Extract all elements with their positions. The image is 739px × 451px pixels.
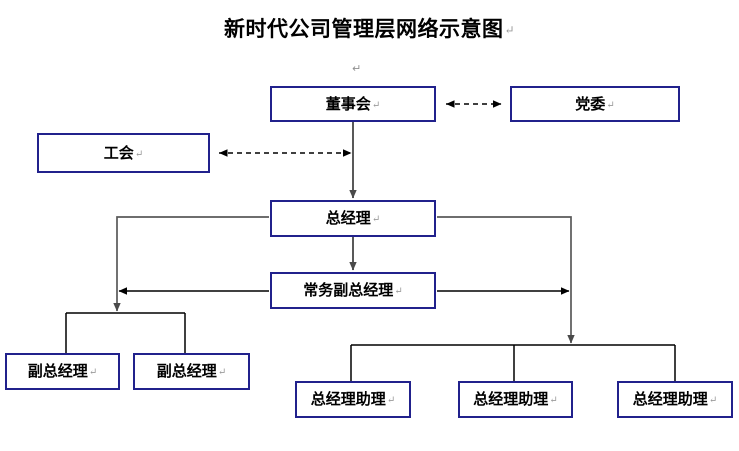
node-board-label: 董事会↵ (325, 94, 381, 113)
pilcrow-mark: ↵ (371, 99, 381, 111)
page-title: 新时代公司管理层网络示意图↵ (0, 13, 739, 43)
pilcrow-mark: ↵ (134, 148, 144, 160)
node-deputy-general-manager-2[interactable]: 副总经理↵ (133, 353, 250, 390)
node-deputy-general-manager-1[interactable]: 副总经理↵ (5, 353, 120, 390)
pilcrow-mark: ↵ (504, 23, 516, 37)
node-deputy-general-manager-2-label: 副总经理↵ (156, 362, 227, 380)
node-board[interactable]: 董事会↵ (270, 86, 436, 122)
pilcrow-mark: ↵ (394, 286, 403, 297)
page-title-text: 新时代公司管理层网络示意图 (223, 16, 504, 41)
node-party-committee-label: 党委↵ (575, 94, 615, 113)
pilcrow-mark: ↵ (708, 395, 718, 406)
connector-gm-to-left-branch (113, 216, 269, 312)
pilcrow-mark: ↵ (217, 367, 227, 378)
pilcrow-above-board: ↵ (352, 62, 362, 75)
node-labor-union[interactable]: 工会↵ (37, 133, 210, 173)
pilcrow-mark: ↵ (88, 367, 98, 378)
connector-left-branch-bar (65, 312, 186, 353)
pilcrow-mark: ↵ (549, 395, 558, 406)
node-party-committee[interactable]: 党委↵ (510, 86, 680, 122)
node-gm-assistant-2[interactable]: 总经理助理↵ (458, 381, 573, 418)
node-gm-assistant-3-label: 总经理助理↵ (632, 390, 718, 408)
node-gm-assistant-3[interactable]: 总经理助理↵ (617, 381, 733, 418)
connector-right-branch-bar (350, 344, 676, 381)
node-deputy-general-manager-1-label: 副总经理↵ (27, 362, 98, 380)
node-executive-deputy-general-manager[interactable]: 常务副总经理↵ (270, 272, 436, 309)
node-gm-assistant-2-label: 总经理助理↵ (473, 390, 558, 408)
pilcrow-mark: ↵ (371, 214, 381, 225)
pilcrow-mark: ↵ (386, 395, 396, 406)
node-general-manager-label: 总经理↵ (325, 209, 381, 227)
node-labor-union-label: 工会↵ (103, 143, 144, 162)
node-gm-assistant-1-label: 总经理助理↵ (310, 390, 396, 408)
node-executive-deputy-general-manager-label: 常务副总经理↵ (303, 281, 403, 299)
connector-gm-to-right-branch (437, 216, 575, 344)
pilcrow-mark: ↵ (606, 99, 615, 111)
node-general-manager[interactable]: 总经理↵ (270, 200, 436, 237)
node-gm-assistant-1[interactable]: 总经理助理↵ (295, 381, 411, 418)
